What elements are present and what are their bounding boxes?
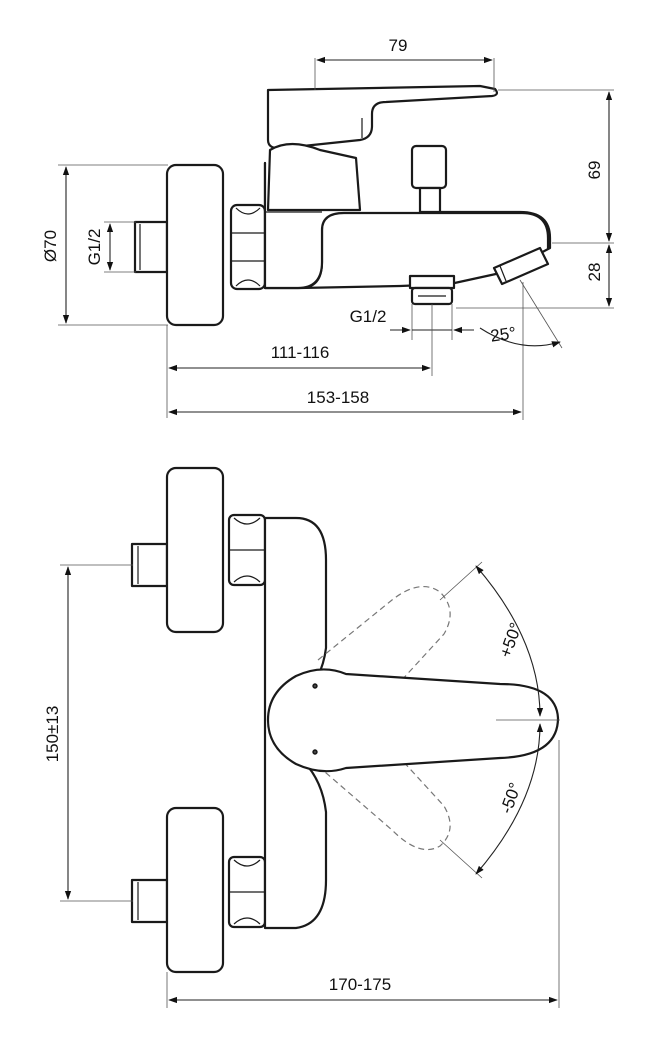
dim-rotation-minus-label: -50° [497,780,526,816]
side-view: 79 69 28 Ø70 G1/2 [41,36,614,420]
dim-outlet-thread-label: G1/2 [350,307,387,326]
outlet-connector [408,274,456,306]
diverter-knob [410,144,448,214]
lower-wall-flange [165,806,225,974]
dim-height-lower-label: 28 [585,263,604,282]
dim-flange-diameter-label: Ø70 [41,230,60,262]
dim-total-depth: 170-175 [166,740,560,1008]
upper-wall-flange [165,466,225,634]
dim-inlet-thread-label: G1/2 [85,229,104,266]
lower-hex-nut [227,855,267,929]
spout-aerator [492,246,550,286]
dim-centres-label: 150±13 [43,706,62,763]
lever-position-plus [317,585,451,707]
wall-flange [165,163,225,327]
lower-inlet-connector [130,878,169,924]
dim-angle-label: 25° [489,323,517,345]
inlet-connector [133,220,169,274]
hex-nut [229,203,267,291]
front-view: 150±13 +50° -50° 170-175 [43,466,560,1008]
dim-flange-diameter: Ø70 [41,164,168,326]
dim-inlet-thread: G1/2 [85,221,136,273]
dim-outlet-thread: G1/2 [350,304,474,340]
dim-height: 69 28 [456,89,614,309]
upper-inlet-connector [130,542,169,588]
dim-spout-reach: 79 [314,36,495,92]
dim-depth-inner-label: 111-116 [271,343,330,362]
upper-hex-nut [227,513,267,587]
lever-position-minus [317,733,451,851]
dim-depth-outer-label: 153-158 [307,388,369,407]
lever-handle [266,84,499,150]
dim-total-depth-label: 170-175 [329,975,391,994]
dim-spout-reach-label: 79 [389,36,408,55]
dim-angle: 25° [479,279,563,420]
dim-depth-inner: 111-116 [166,304,433,418]
dim-depth-outer: 153-158 [168,388,522,416]
dim-centres: 150±13 [43,564,133,902]
dim-rotation-plus-label: +50° [496,620,526,660]
dim-height-upper-label: 69 [585,161,604,180]
